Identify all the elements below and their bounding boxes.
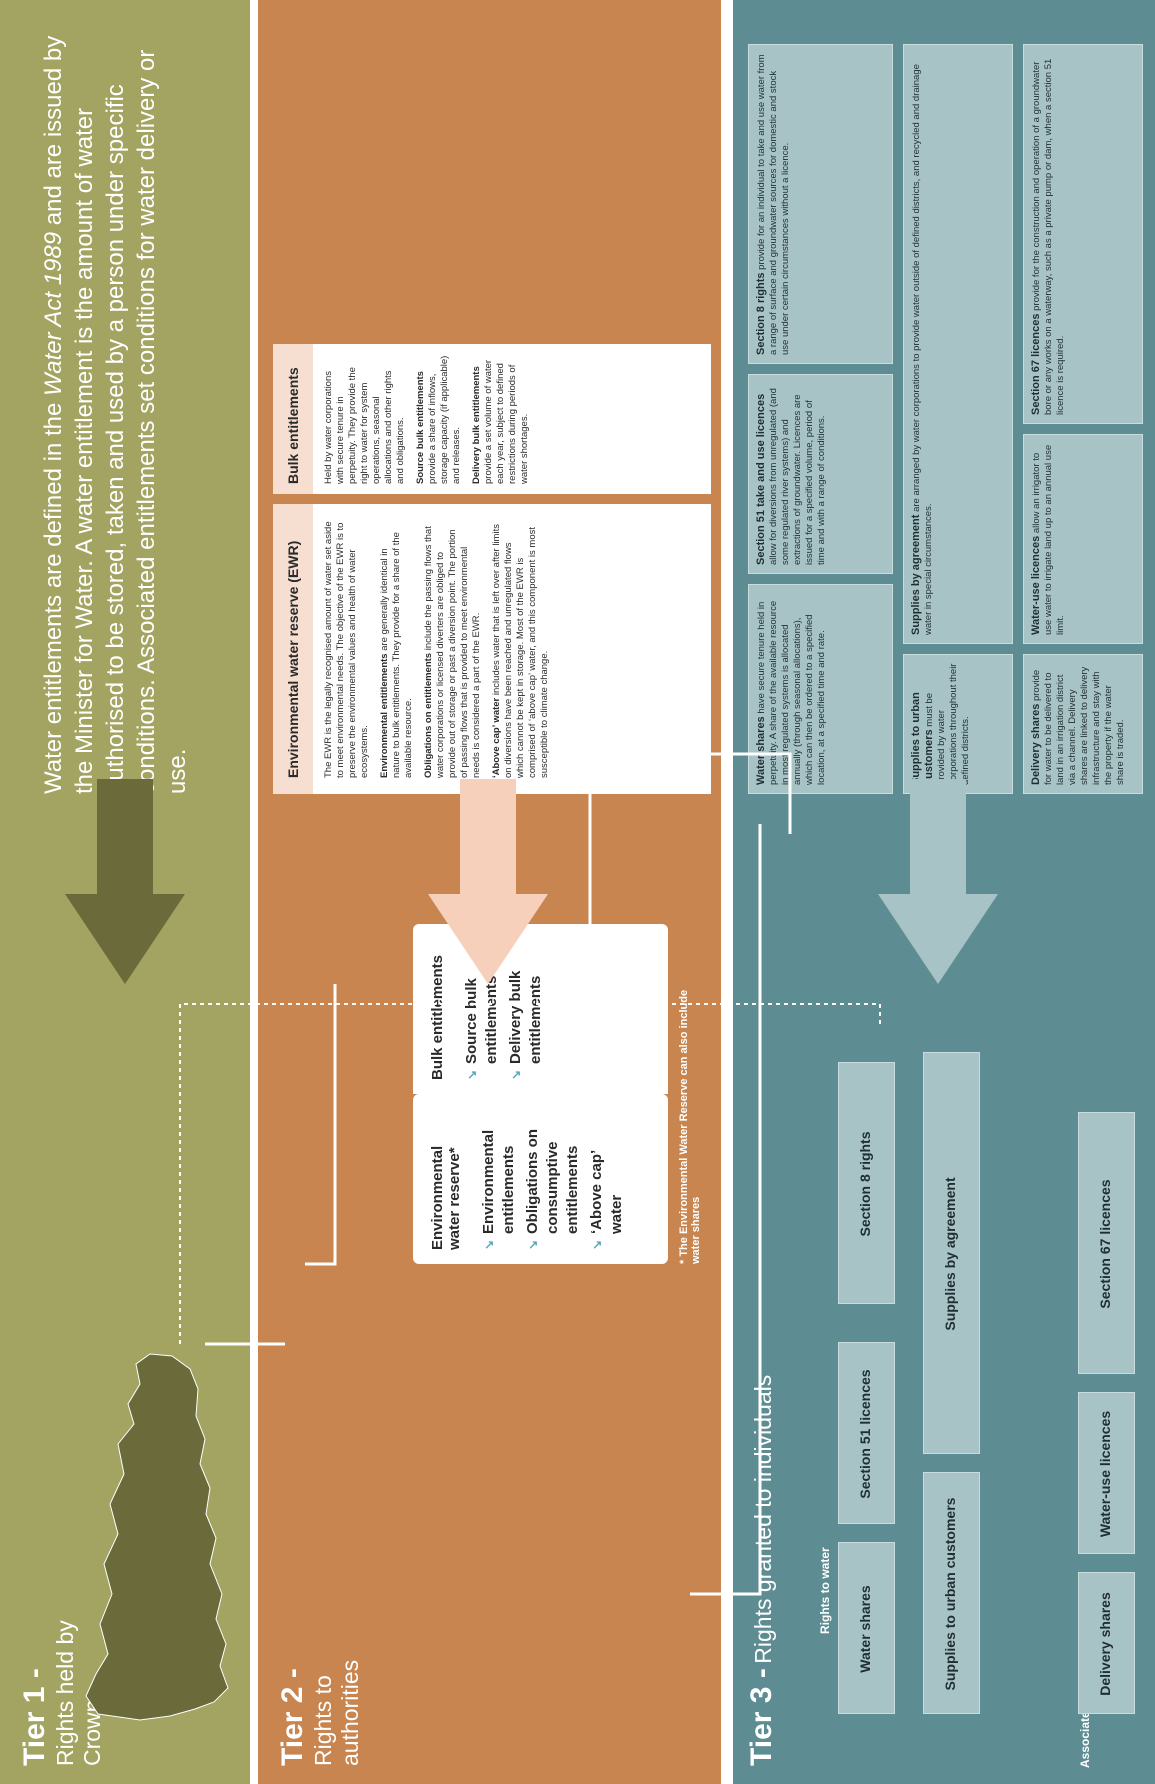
- tier-1-arrow-icon: [65, 779, 185, 984]
- victoria-map-icon: [85, 1353, 229, 1721]
- tier-2-arrow-icon: [428, 779, 548, 984]
- crown-to-section8-dotted-connector: [179, 1003, 881, 1344]
- bulk-to-tier3-connector: [560, 752, 792, 931]
- tier3-bracket-connector: [690, 824, 762, 1596]
- tier-3-arrow-icon: [878, 779, 998, 984]
- tier2-to-crown-connector: [305, 984, 337, 1266]
